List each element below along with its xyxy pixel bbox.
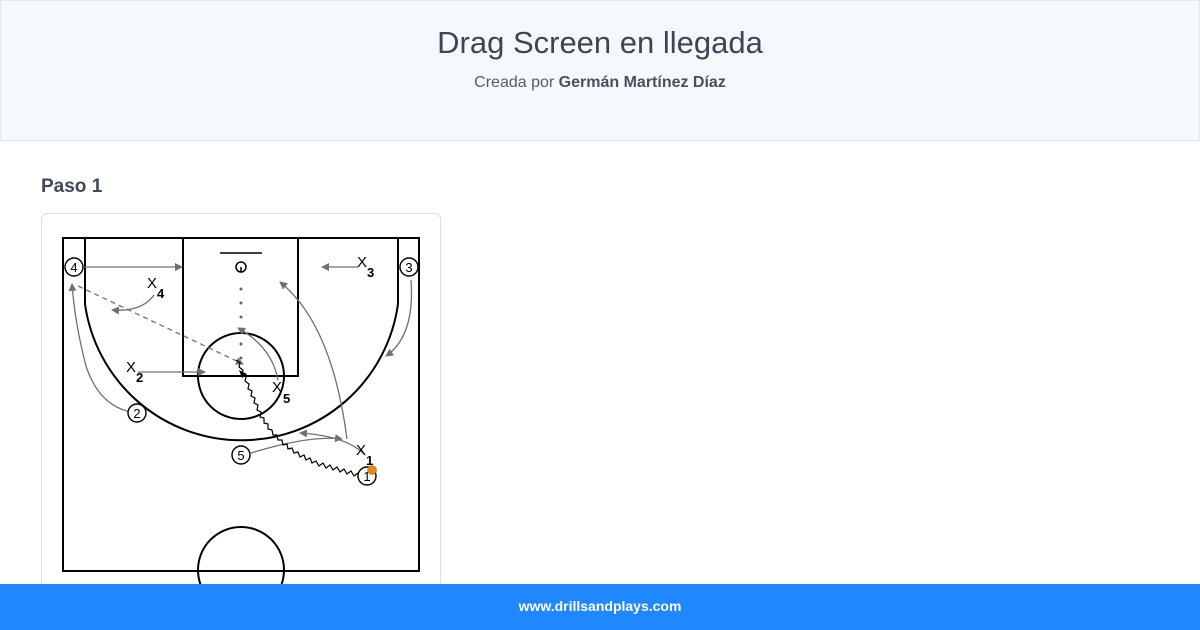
- subtitle-prefix: Creada por: [474, 74, 555, 91]
- svg-text:X: X: [147, 275, 157, 292]
- defender-x5[interactable]: X 5: [272, 379, 290, 406]
- step-title: Paso 1: [41, 176, 103, 197]
- x1-arrow: [299, 429, 366, 456]
- svg-text:5: 5: [237, 448, 244, 463]
- page-subtitle: Creada por Germán Martínez Díaz: [1, 74, 1199, 92]
- svg-text:X: X: [126, 359, 136, 376]
- roll-arrow: [237, 327, 279, 381]
- player-4[interactable]: 4: [64, 257, 84, 277]
- diagram-card: 4 3 2 5 1 X 4 X 3 X 2: [41, 213, 441, 595]
- screen-path-5: [279, 281, 348, 440]
- svg-text:X: X: [357, 254, 367, 271]
- defender-x3[interactable]: X 3: [357, 254, 374, 280]
- svg-text:1: 1: [363, 469, 370, 484]
- ball-icon: [367, 465, 377, 475]
- movement-arrows: [68, 263, 413, 456]
- lane-dots: [239, 287, 243, 360]
- svg-text:3: 3: [367, 265, 374, 280]
- pass-dashed: [77, 285, 244, 365]
- x4-arrow: [111, 294, 155, 315]
- court-diagram: 4 3 2 5 1 X 4 X 3 X 2: [62, 237, 420, 594]
- svg-text:X: X: [272, 379, 282, 396]
- center-circle: [197, 526, 285, 594]
- svg-text:1: 1: [366, 453, 373, 468]
- svg-text:5: 5: [283, 391, 290, 406]
- defender-x4[interactable]: X 4: [147, 275, 165, 301]
- defender-x1[interactable]: X 1: [356, 442, 373, 468]
- footer-bar: www.drillsandplays.com: [0, 584, 1200, 630]
- svg-text:2: 2: [133, 406, 140, 421]
- svg-text:4: 4: [70, 260, 77, 275]
- svg-text:4: 4: [157, 286, 165, 301]
- cut-arrow-3: [385, 279, 413, 357]
- author-name[interactable]: Germán Martínez Díaz: [558, 74, 726, 91]
- footer-link[interactable]: www.drillsandplays.com: [518, 598, 682, 614]
- player-3[interactable]: 3: [399, 257, 419, 277]
- court-lines: [62, 237, 420, 594]
- svg-text:2: 2: [136, 370, 143, 385]
- page-title: Drag Screen en llegada: [437, 25, 763, 60]
- paint: [182, 237, 299, 377]
- three-point-line: [84, 238, 399, 442]
- cut-arrow-2: [68, 283, 138, 414]
- svg-text:X: X: [356, 442, 366, 459]
- cut-arrow-5: [250, 434, 343, 454]
- player-2[interactable]: 2: [127, 403, 147, 423]
- defender-x2[interactable]: X 2: [126, 359, 143, 385]
- player-5[interactable]: 5: [231, 445, 251, 465]
- svg-text:3: 3: [405, 260, 412, 275]
- page-header: Drag Screen en llegada Creada por Germán…: [0, 0, 1200, 141]
- dribble-path: [235, 359, 359, 477]
